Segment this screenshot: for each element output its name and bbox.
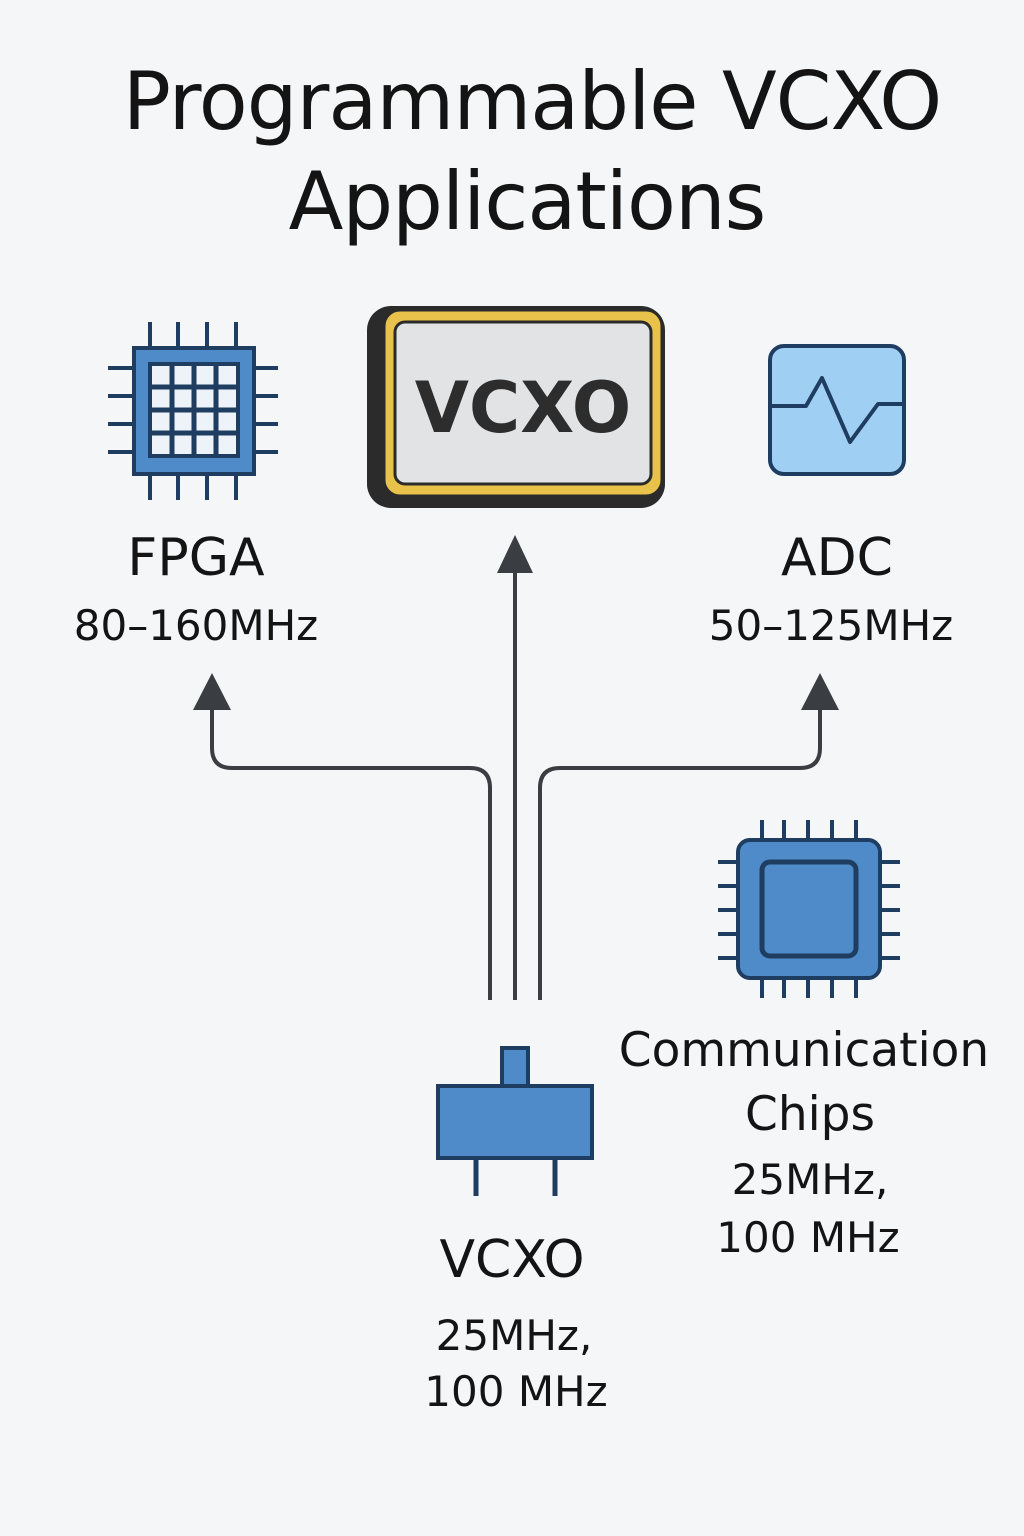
vcxo-frequency-line-2: 100 MHz xyxy=(424,1367,608,1416)
fpga-label: FPGA xyxy=(127,528,265,588)
vcxo-label: VCXO xyxy=(439,1230,585,1290)
arrowhead-vcxo-chip xyxy=(497,535,533,573)
adc-label: ADC xyxy=(781,528,893,588)
vcxo-component-icon xyxy=(436,1046,594,1196)
arrow-to-adc xyxy=(538,708,822,1000)
connector-lines xyxy=(210,572,822,1000)
arrowhead-fpga xyxy=(193,673,231,710)
vcxo-chip-icon xyxy=(367,306,665,508)
page-title: Programmable VCXO Applications xyxy=(0,52,1024,252)
vcxo-chip-label: VCXO xyxy=(415,367,632,449)
adc-icon xyxy=(768,344,906,476)
fpga-icon xyxy=(108,322,278,500)
arrowhead-adc xyxy=(801,673,839,710)
communication-chips-label-line-1: Communication xyxy=(618,1023,990,1078)
vcxo-frequency-line-1: 25MHz, xyxy=(435,1311,593,1360)
communication-chip-icon xyxy=(718,820,900,998)
communication-chips-label-line-2: Chips xyxy=(745,1087,875,1142)
communication-chips-frequency-line-1: 25MHz, xyxy=(731,1155,889,1204)
fpga-frequency: 80–160MHz xyxy=(73,601,319,650)
arrow-to-fpga xyxy=(210,708,492,1000)
title-line-1: Programmable VCXO xyxy=(122,55,942,148)
communication-chips-frequency-line-2: 100 MHz xyxy=(716,1213,900,1262)
title-line-2: Applications xyxy=(288,155,767,248)
adc-frequency: 50–125MHz xyxy=(708,601,954,650)
